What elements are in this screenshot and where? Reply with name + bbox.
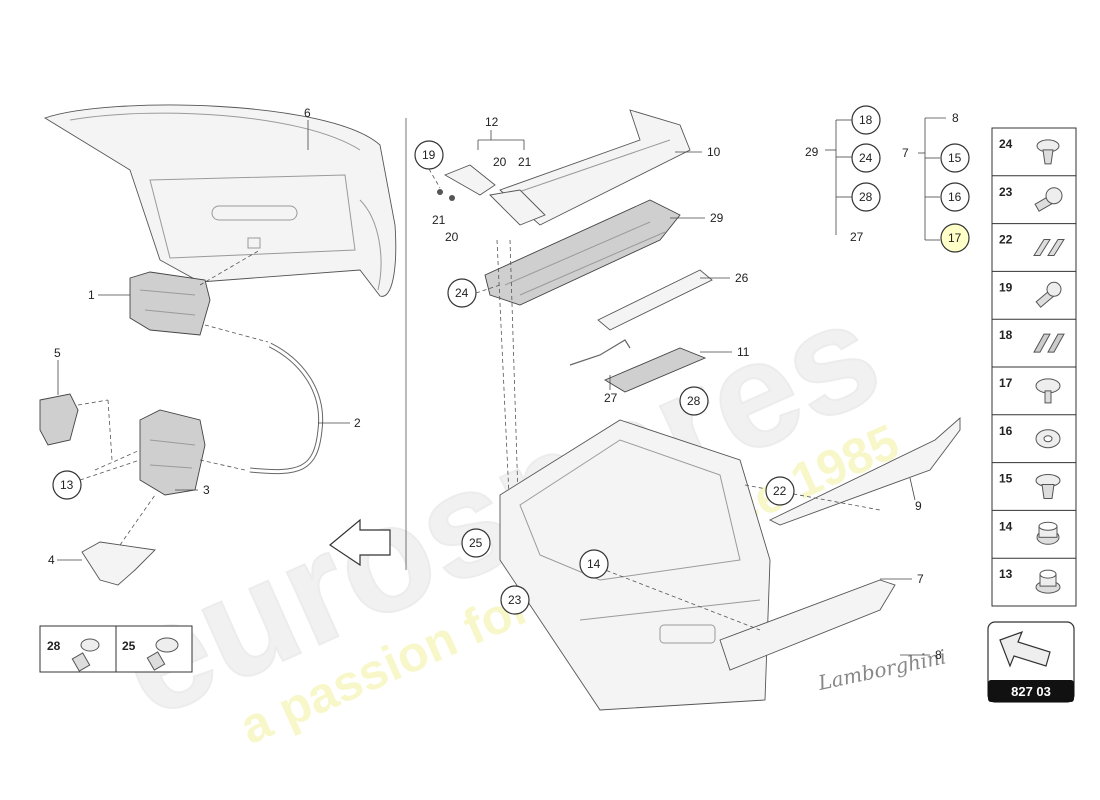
hardware-row: 18 (992, 318, 1076, 353)
callout-6: 6 (304, 106, 311, 120)
diagram-code-box: 827 03 (987, 621, 1075, 703)
callout-1: 1 (88, 288, 95, 302)
wiring (569, 339, 631, 366)
legend-15: 15 (948, 151, 962, 165)
callout-13: 13 (60, 478, 74, 492)
bracket (39, 393, 79, 446)
legend-18: 18 (859, 113, 873, 127)
callout-20-top: 20 (493, 155, 507, 169)
screw-icon (1034, 187, 1063, 212)
legend-24: 24 (859, 151, 873, 165)
callout-12: 12 (485, 115, 499, 129)
mount-plate (489, 189, 546, 226)
badge-script: Lamborghini (815, 644, 948, 695)
callout-7: 7 (917, 572, 924, 586)
callout-26: 26 (735, 271, 749, 285)
callout-23: 23 (508, 593, 522, 607)
expansion-clip-icon (1035, 474, 1061, 499)
hardware-label: 14 (999, 519, 1013, 533)
legend-16: 16 (948, 190, 962, 204)
callout-5: 5 (54, 346, 61, 360)
hardware-row: 16 (992, 414, 1076, 449)
hardware-label: 17 (999, 376, 1013, 390)
tailgate-inner-panel (43, 104, 397, 297)
flange-nut-icon (1035, 569, 1061, 594)
trim-panel (719, 579, 896, 671)
callout-24: 24 (455, 286, 469, 300)
hardware-row: 23 (992, 175, 1076, 212)
callout-4: 4 (48, 553, 55, 567)
legend-27: 27 (850, 230, 864, 244)
callout-27: 27 (604, 391, 618, 405)
callout-10: 10 (707, 145, 721, 159)
hardware-label: 24 (999, 137, 1013, 151)
foam-pad-icon (1033, 239, 1065, 256)
spoiler-base (484, 199, 681, 306)
torx-screw-icon (71, 638, 100, 672)
hardware-row: 22 (992, 223, 1076, 256)
callout-14: 14 (587, 557, 601, 571)
callout-3: 3 (203, 483, 210, 497)
hardware-label: 16 (999, 424, 1013, 438)
flat-screw-icon (1035, 378, 1061, 404)
lock-assembly (139, 409, 206, 496)
callout-20: 20 (445, 230, 459, 244)
hardware-panel: 24 23 22 19 18 17 16 15 14 13 (991, 127, 1077, 607)
bracket-left (443, 164, 496, 196)
cover-cap (604, 347, 707, 393)
hardware-label: 22 (999, 233, 1013, 247)
rear-spoiler (499, 109, 691, 226)
legend-28: 28 (859, 190, 873, 204)
callout-19: 19 (422, 148, 436, 162)
callout-25: 25 (469, 536, 483, 550)
hardware-label: 13 (999, 567, 1013, 581)
fastener-25-label: 25 (122, 639, 136, 653)
cover-strip (597, 269, 713, 331)
bolt-icon (1035, 281, 1062, 308)
fastener-panel: 28 25 (39, 625, 193, 673)
callout-2: 2 (354, 416, 361, 430)
hardware-label: 15 (999, 472, 1013, 486)
handle (81, 541, 156, 586)
group-legend: 29 27 18 24 28 7 8 15 16 17 (805, 105, 970, 253)
hardware-label: 19 (999, 280, 1013, 294)
hardware-label: 18 (999, 328, 1013, 342)
washer-icon (1035, 429, 1061, 449)
legend-29: 29 (805, 145, 819, 159)
hardware-row: 17 (992, 366, 1076, 404)
hardware-row: 14 (992, 509, 1076, 545)
callout-9: 9 (915, 499, 922, 513)
nut-icon (1036, 521, 1060, 545)
callout-22: 22 (773, 484, 787, 498)
hardware-row: 13 (992, 557, 1076, 594)
legend-8: 8 (952, 111, 959, 125)
callout-8: 8 (935, 648, 942, 662)
adhesive-pad-icon (1033, 333, 1065, 353)
diagram-code: 827 03 (1011, 684, 1051, 699)
callout-28: 28 (687, 394, 701, 408)
callout-11: 11 (737, 345, 750, 359)
view-arrow-icon (999, 630, 1051, 668)
legend-7: 7 (902, 146, 909, 160)
hardware-label: 23 (999, 185, 1013, 199)
push-clip-icon (1036, 139, 1060, 165)
hardware-row: 24 (999, 137, 1060, 165)
hardware-row: 15 (992, 462, 1076, 499)
fastener-28-label: 28 (47, 639, 61, 653)
latch-assembly (129, 271, 211, 336)
callout-21-top: 21 (518, 155, 532, 169)
legend-17: 17 (948, 231, 962, 245)
release-cable (249, 342, 324, 475)
callout-29: 29 (710, 211, 724, 225)
callouts: 6 1 5 2 3 13 4 12 20 21 19 21 20 (48, 106, 942, 662)
hardware-row: 19 (992, 270, 1076, 308)
collar-screw-icon (146, 637, 179, 671)
callout-21: 21 (432, 213, 446, 227)
direction-arrow (328, 518, 391, 567)
